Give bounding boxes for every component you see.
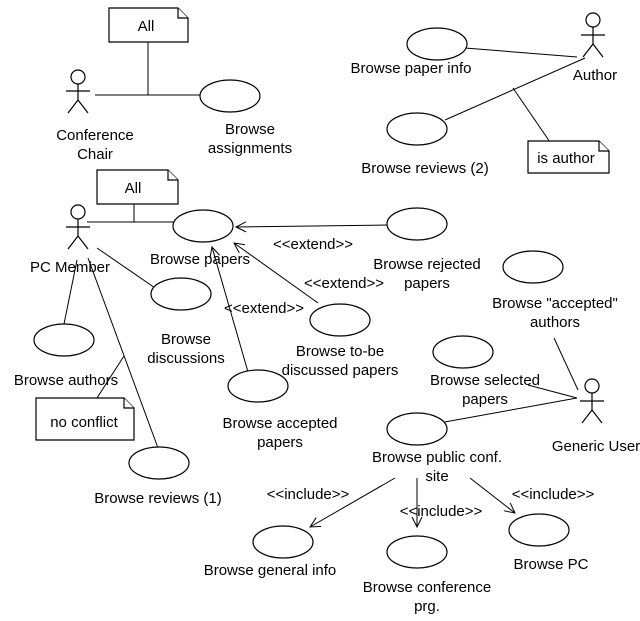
label-extend-rejected: <<extend>> [273, 236, 353, 253]
usecase-browse-assignments: Browse assignments [199, 79, 292, 157]
usecase-browse-papers: Browse papers [150, 209, 250, 268]
svg-text:Browse reviews (2): Browse reviews (2) [361, 160, 489, 177]
actor-generic-user: Generic User [552, 378, 640, 455]
extend-tobe-papers [234, 243, 319, 304]
svg-text:site: site [425, 468, 448, 485]
label-extend-accepted: <<extend>> [224, 300, 304, 317]
usecase-browse-selected-papers: Browse selected papers [430, 335, 540, 408]
usecase-browse-reviews-2: Browse reviews (2) [361, 112, 489, 177]
svg-text:Browse rejected: Browse rejected [373, 256, 481, 273]
svg-text:Browse papers: Browse papers [150, 251, 250, 268]
actor-author: Author [573, 12, 617, 84]
svg-text:Browse conference: Browse conference [363, 579, 491, 596]
include-general-info [310, 477, 396, 527]
svg-text:is author: is author [537, 150, 595, 167]
label-include-pc: <<include>> [512, 486, 595, 503]
svg-text:discussed papers: discussed papers [282, 362, 399, 379]
usecase-browse-general-info: Browse general info [204, 525, 337, 579]
svg-text:All: All [125, 180, 142, 197]
usecase-browse-conference-prg: Browse conference prg. [363, 535, 491, 615]
assoc-user-selected-papers [527, 384, 578, 399]
svg-text:Browse: Browse [161, 331, 211, 348]
svg-text:All: All [138, 18, 155, 35]
svg-text:PC Member: PC Member [30, 259, 110, 276]
usecase-browse-public-site: Browse public conf. site [372, 412, 502, 485]
svg-text:Browse selected: Browse selected [430, 372, 540, 389]
label-include-prg: <<include>> [400, 503, 483, 520]
svg-text:discussions: discussions [147, 350, 225, 367]
note-chair-all: All [108, 7, 189, 43]
assoc-pc-discussions [96, 247, 159, 291]
usecase-browse-discussions: Browse discussions [147, 277, 225, 367]
assoc-author-reviews2 [444, 57, 586, 121]
label-extend-tobe: <<extend>> [304, 275, 384, 292]
include-pc [469, 477, 515, 513]
svg-text:Browse accepted: Browse accepted [222, 415, 337, 432]
svg-text:papers: papers [462, 391, 508, 408]
actor-conference-chair: Conference Chair [56, 69, 134, 163]
actor-pc-member: PC Member [30, 204, 110, 276]
note-is-author: is author [527, 140, 610, 174]
svg-text:Browse to-be: Browse to-be [296, 343, 384, 360]
svg-text:Browse public conf.: Browse public conf. [372, 449, 502, 466]
svg-text:Browse PC: Browse PC [513, 556, 588, 573]
svg-text:Browse authors: Browse authors [14, 372, 118, 389]
usecase-browse-accepted-papers: Browse accepted papers [222, 369, 338, 451]
label-include-general: <<include>> [267, 486, 350, 503]
svg-text:Browse reviews (1): Browse reviews (1) [94, 490, 222, 507]
relation-labels: <<extend>> <<extend>> <<extend>> <<inclu… [224, 236, 595, 520]
note-no-conflict: no conflict [35, 397, 135, 441]
usecase-browse-tobe-discussed: Browse to-be discussed papers [282, 303, 399, 379]
svg-text:papers: papers [404, 275, 450, 292]
svg-text:Chair: Chair [77, 146, 113, 163]
svg-text:no conflict: no conflict [50, 414, 118, 431]
svg-text:Generic User: Generic User [552, 438, 640, 455]
usecase-browse-authors: Browse authors [14, 323, 118, 389]
assoc-author-paperinfo [464, 47, 578, 58]
association-lines [63, 42, 586, 527]
svg-text:Browse "accepted": Browse "accepted" [492, 295, 618, 312]
svg-text:prg.: prg. [414, 598, 440, 615]
svg-text:papers: papers [257, 434, 303, 451]
svg-text:Browse general info: Browse general info [204, 562, 337, 579]
extend-rejected-papers [236, 225, 388, 227]
svg-text:authors: authors [530, 314, 580, 331]
usecase-browse-pc: Browse PC [508, 513, 589, 573]
assoc-user-accepted-authors [553, 337, 579, 391]
svg-text:Author: Author [573, 67, 617, 84]
assoc-pc-reviews1 [87, 257, 159, 449]
usecase-browse-reviews-1: Browse reviews (1) [94, 446, 222, 507]
svg-text:Browse: Browse [225, 121, 275, 138]
extend-accepted-papers [212, 247, 249, 373]
note-pc-all: All [96, 169, 179, 205]
usecase-browse-rejected-papers: Browse rejected papers [373, 207, 481, 292]
assoc-pc-authors [63, 259, 78, 325]
note-link-is-author [512, 87, 553, 146]
svg-text:assignments: assignments [208, 140, 292, 157]
svg-text:Browse paper info: Browse paper info [351, 60, 472, 77]
usecase-browse-paper-info: Browse paper info [351, 27, 472, 77]
note-link-no-conflict [96, 355, 125, 399]
usecase-browse-accepted-authors: Browse "accepted" authors [492, 250, 618, 331]
svg-text:Conference: Conference [56, 127, 134, 144]
